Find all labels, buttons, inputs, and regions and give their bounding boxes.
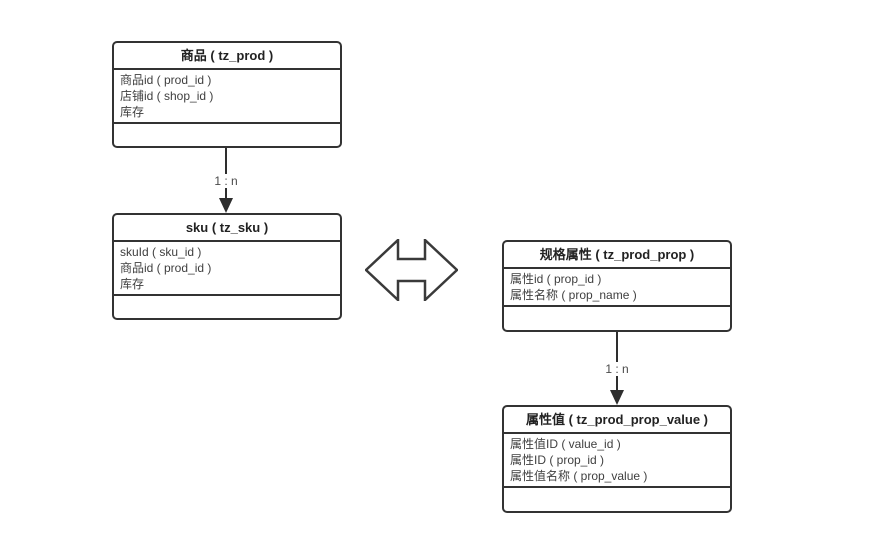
table-footer-prop [504,307,730,330]
connector-line-prod-sku [225,148,227,198]
table-title-prop: 规格属性 ( tz_prod_prop ) [504,242,730,269]
table-field: 属性值ID ( value_id ) [510,437,621,451]
entity-table-prop-value: 属性值 ( tz_prod_prop_value ) 属性值ID ( value… [502,405,732,513]
table-field: 商品id ( prod_id ) [120,261,212,275]
table-footer-prod [114,124,340,146]
table-field: 属性ID ( prop_id ) [510,453,605,467]
connector-line-prop-value [616,332,618,390]
table-field: 库存 [120,105,145,119]
table-field: 商品id ( prod_id ) [120,73,212,87]
entity-table-prod: 商品 ( tz_prod ) 商品id ( prod_id ) 店铺id ( s… [112,41,342,148]
table-title-prop-value: 属性值 ( tz_prod_prop_value ) [504,407,730,434]
table-title-prod: 商品 ( tz_prod ) [114,43,340,70]
arrowhead-down-icon [610,390,624,405]
table-fields-prop-value: 属性值ID ( value_id ) 属性ID ( prop_id ) 属性值名… [504,434,730,488]
table-footer-prop-value [504,488,730,511]
entity-table-prop: 规格属性 ( tz_prod_prop ) 属性id ( prop_id ) 属… [502,240,732,332]
table-title-sku: sku ( tz_sku ) [114,215,340,242]
table-field: 属性名称 ( prop_name ) [510,288,637,302]
table-field: skuId ( sku_id ) [120,245,202,259]
double-arrow-icon [365,239,458,301]
connector-label-prod-sku: 1 : n [211,174,241,188]
entity-table-sku: sku ( tz_sku ) skuId ( sku_id ) 商品id ( p… [112,213,342,320]
connector-label-prop-value: 1 : n [602,362,632,376]
table-field: 店铺id ( shop_id ) [120,89,214,103]
table-field: 属性值名称 ( prop_value ) [510,469,648,483]
arrowhead-down-icon [219,198,233,213]
table-fields-prod: 商品id ( prod_id ) 店铺id ( shop_id ) 库存 [114,70,340,124]
table-fields-prop: 属性id ( prop_id ) 属性名称 ( prop_name ) [504,269,730,307]
table-fields-sku: skuId ( sku_id ) 商品id ( prod_id ) 库存 [114,242,340,296]
table-footer-sku [114,296,340,318]
table-field: 库存 [120,277,145,291]
table-field: 属性id ( prop_id ) [510,272,602,286]
